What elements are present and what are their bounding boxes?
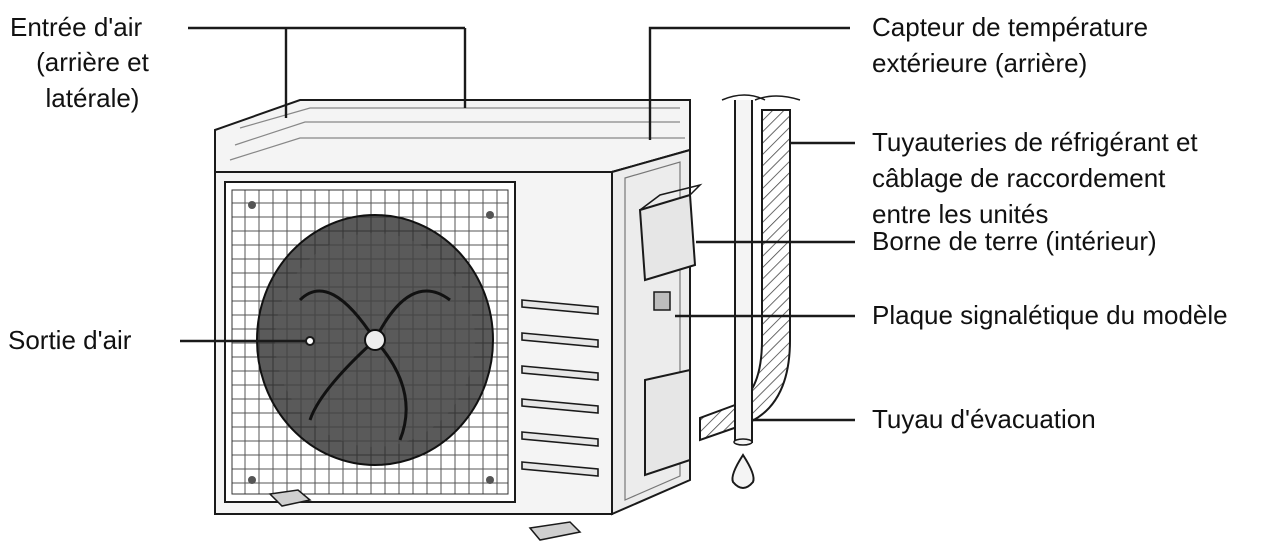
label-drain-hose-line-1: Tuyau d'évacuation (872, 404, 1096, 434)
drain-hose (734, 100, 753, 443)
label-earth-terminal: Borne de terre (intérieur) (872, 226, 1157, 256)
label-air-outlet-line-1: Sortie d'air (8, 325, 132, 355)
label-refrigerant-line-3: entre les unités (872, 199, 1049, 229)
label-earth-terminal-line-1: Borne de terre (intérieur) (872, 226, 1157, 256)
nameplate-plate (653, 291, 671, 311)
label-air-outlet: Sortie d'air (8, 325, 131, 355)
label-air-inlet: Entrée d'air (10, 12, 185, 42)
leader-lines (180, 26, 855, 422)
leader-temp-sensor (648, 26, 850, 140)
label-drain-hose: Tuyau d'évacuation (872, 404, 1096, 434)
label-temp-sensor-line-2: extérieure (arrière) (872, 48, 1088, 78)
label-air-inlet-line-3: latérale) (45, 83, 140, 113)
label-air-inlet-line-1: Entrée d'air (10, 12, 143, 42)
unit-foot-left (268, 489, 312, 507)
label-refrigerant-piping: Tuyauteries de réfrigérant et câblage de… (872, 127, 1198, 229)
service-valve-cover (644, 368, 691, 477)
label-refrigerant-line-1: Tuyauteries de réfrigérant et (872, 127, 1198, 157)
leader-air-inlet (188, 26, 467, 118)
label-air-inlet-line-2: (arrière et (36, 47, 149, 77)
label-nameplate-line-1: Plaque signalétique du modèle (872, 300, 1228, 330)
label-refrigerant-line-2: câblage de raccordement (872, 163, 1166, 193)
front-louvers (521, 299, 599, 477)
label-temp-sensor: Capteur de température extérieure (arriè… (872, 12, 1148, 78)
label-temp-sensor-line-1: Capteur de température (872, 12, 1149, 42)
unit-foot-right (528, 521, 582, 541)
fan-hub (364, 329, 386, 351)
water-drop-icon (731, 453, 755, 489)
label-nameplate: Plaque signalétique du modèle (872, 300, 1228, 330)
earth-terminal-cover (638, 193, 697, 282)
label-air-inlet-sub: (arrière et latérale) (10, 47, 175, 113)
